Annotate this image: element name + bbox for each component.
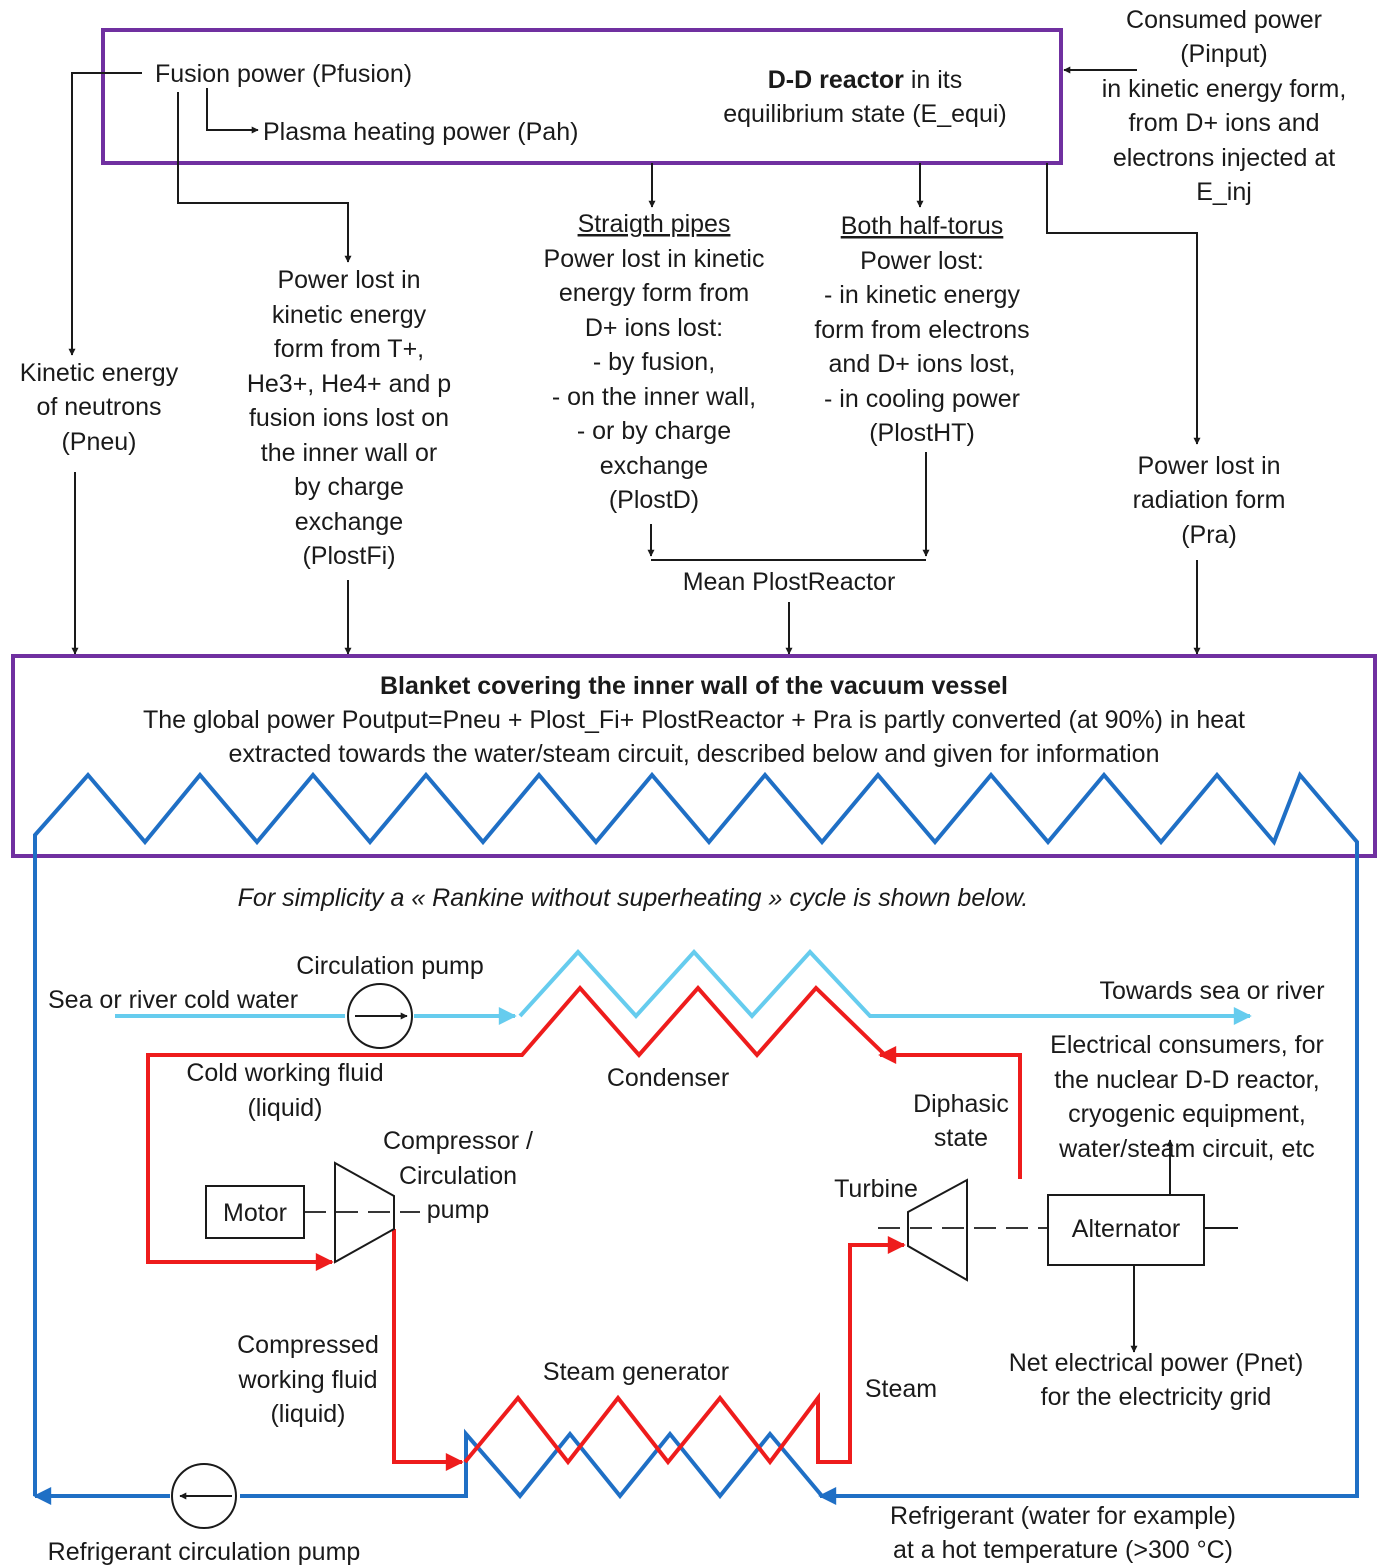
- radiation-line-1: Power lost in: [1137, 452, 1280, 480]
- steam-generator-blue-zigzag: [240, 1428, 824, 1500]
- compressed-fluid-line-3: (liquid): [270, 1400, 345, 1428]
- mean-plost-label: Mean PlostReactor: [683, 568, 896, 596]
- compressed-fluid-line-2: working fluid: [238, 1366, 378, 1394]
- straight-pipes-line-5: - on the inner wall,: [552, 383, 756, 411]
- alternator-box: [1047, 1194, 1205, 1266]
- plasma-heating-label: Plasma heating power (Pah): [263, 118, 578, 146]
- sea-cold-water-label: Sea or river cold water: [48, 986, 298, 1014]
- arrow-fusion-to-fusion-ions: [177, 92, 352, 263]
- arrow-reactor-to-radiation: [1046, 163, 1201, 445]
- consumed-power-line-3: in kinetic energy form,: [1102, 75, 1347, 103]
- electrical-consumers-line-4: water/steam circuit, etc: [1058, 1135, 1315, 1163]
- straight-pipes-line-2: energy form from: [559, 279, 749, 307]
- arrow-fusion-to-plasma-heating: [206, 88, 259, 134]
- condenser-cyan-zigzag: [518, 949, 1252, 1025]
- straight-pipes-line-8: (PlostD): [609, 486, 699, 514]
- blanket-box: [11, 654, 1377, 858]
- net-power-line-1: Net electrical power (Pnet): [1009, 1349, 1304, 1377]
- straight-pipes-line-6: - or by charge: [577, 417, 731, 445]
- motor-box: [205, 1185, 305, 1239]
- half-torus-line-5: - in cooling power: [824, 385, 1020, 413]
- reactor-title: D-D reactor in its: [768, 66, 963, 94]
- neutrons-line-3: (Pneu): [61, 428, 136, 456]
- blanket-title: Blanket covering the inner wall of the v…: [380, 672, 1008, 700]
- fusion-power-label: Fusion power (Pfusion): [155, 60, 412, 88]
- straight-pipes-line-3: D+ ions lost:: [585, 314, 723, 342]
- fusion-ions-line-6: the inner wall or: [261, 439, 437, 467]
- refrigerant-line-1: Refrigerant (water for example): [890, 1502, 1236, 1530]
- radiation-line-3: (Pra): [1181, 521, 1237, 549]
- straight-pipes-line-1: Power lost in kinetic: [544, 245, 765, 273]
- straight-pipes-line-7: exchange: [600, 452, 708, 480]
- compressor-line-3: pump: [427, 1196, 490, 1224]
- alternator-label: Alternator: [1072, 1215, 1180, 1243]
- steam-label: Steam: [865, 1375, 937, 1403]
- blanket-heat-exchanger-zigzag: [33, 771, 1359, 1505]
- compressor-line-1: Compressor /: [383, 1127, 533, 1155]
- half-torus-line-1: Power lost:: [860, 247, 984, 275]
- condenser-red-zigzag: [878, 1046, 1022, 1179]
- fusion-ions-line-4: He3+, He4+ and p: [247, 370, 451, 398]
- consumed-power-line-2: (Pinput): [1180, 40, 1268, 68]
- fusion-ions-line-3: form from T+,: [274, 335, 424, 363]
- fusion-ions-line-1: Power lost in: [277, 266, 420, 294]
- compressed-fluid-line: [392, 1229, 464, 1471]
- cold-fluid-line-2: (liquid): [247, 1094, 322, 1122]
- neutrons-line-2: of neutrons: [36, 393, 161, 421]
- steam-generator-label: Steam generator: [543, 1358, 729, 1386]
- reactor-title-line2: equilibrium state (E_equi): [723, 100, 1006, 128]
- half-torus-line-3: form from electrons: [814, 316, 1029, 344]
- neutrons-line-1: Kinetic energy: [20, 359, 179, 387]
- refrigerant-line-2: at a hot temperature (>300 °C): [893, 1536, 1233, 1564]
- electrical-consumers-line-2: the nuclear D-D reactor,: [1054, 1066, 1319, 1094]
- fusion-ions-line-8: exchange: [295, 508, 403, 536]
- arrow-fusion-to-neutrons: [68, 72, 142, 356]
- fusion-ions-line-5: fusion ions lost on: [249, 404, 449, 432]
- circulation-pump-label: Circulation pump: [296, 952, 484, 980]
- fusion-ions-line-7: by charge: [294, 473, 404, 501]
- compressor-symbol: [334, 1161, 395, 1264]
- compressor-line-2: Circulation: [399, 1162, 517, 1190]
- consumed-power-line-5: electrons injected at: [1113, 144, 1335, 172]
- half-torus-line-2: - in kinetic energy: [824, 281, 1020, 309]
- consumed-power-line-4: from D+ ions and: [1128, 109, 1319, 137]
- half-torus-title: Both half-torus: [841, 212, 1004, 240]
- towards-sea-label: Towards sea or river: [1099, 977, 1324, 1005]
- radiation-line-2: radiation form: [1133, 486, 1286, 514]
- compressed-fluid-line-1: Compressed: [237, 1331, 379, 1359]
- half-torus-line-6: (PlostHT): [869, 419, 975, 447]
- condenser-label: Condenser: [607, 1064, 729, 1092]
- electrical-consumers-line-1: Electrical consumers, for: [1050, 1031, 1324, 1059]
- half-torus-line-4: and D+ ions lost,: [829, 350, 1016, 378]
- diphasic-line-1: Diphasic: [913, 1090, 1009, 1118]
- electrical-consumers-line-3: cryogenic equipment,: [1068, 1100, 1306, 1128]
- consumed-power-line-1: Consumed power: [1126, 6, 1322, 34]
- net-power-line-2: for the electricity grid: [1041, 1383, 1272, 1411]
- cold-fluid-line-1: Cold working fluid: [186, 1059, 383, 1087]
- consumed-power-line-6: E_inj: [1196, 178, 1252, 206]
- motor-label: Motor: [223, 1199, 287, 1227]
- fusion-ions-line-9: (PlostFi): [302, 542, 395, 570]
- straight-pipes-title: Straigth pipes: [578, 210, 731, 238]
- blanket-text-line-1: The global power Poutput=Pneu + Plost_Fi…: [143, 706, 1245, 734]
- blanket-text-line-2: extracted towards the water/steam circui…: [228, 740, 1159, 768]
- fusion-ions-line-2: kinetic energy: [272, 301, 427, 329]
- turbine-symbol: [907, 1178, 968, 1282]
- turbine-label: Turbine: [834, 1175, 918, 1203]
- refrigerant-pump-label: Refrigerant circulation pump: [48, 1538, 361, 1566]
- straight-pipes-line-4: - by fusion,: [593, 348, 715, 376]
- condenser-red-coil: [146, 984, 887, 1271]
- diphasic-line-2: state: [934, 1124, 988, 1152]
- reactor-box: [101, 28, 1063, 165]
- rankine-note: For simplicity a « Rankine without super…: [238, 884, 1029, 912]
- steam-generator-red-coil: [463, 1236, 906, 1466]
